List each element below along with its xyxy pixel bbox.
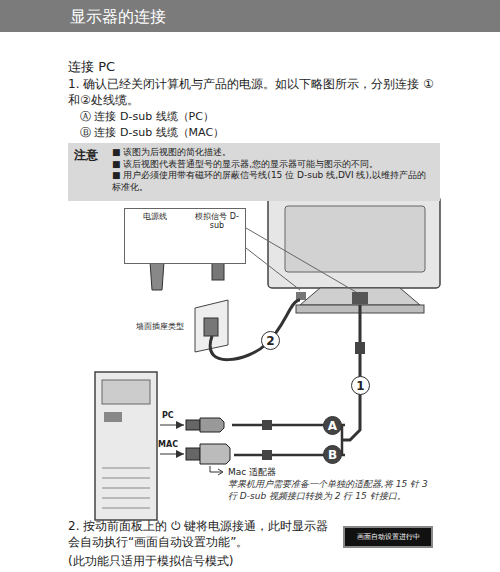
callout-circle: A	[323, 416, 342, 435]
callout-letter: 1	[356, 379, 364, 393]
page-title: 显示器的连接	[70, 6, 166, 28]
body-text: 连接 PC	[68, 58, 268, 76]
message-text: 画面自动设置进行中	[357, 532, 420, 542]
callout-letter: B	[328, 448, 337, 462]
note-heading: 注意	[74, 147, 98, 164]
body-text: (此功能只适用于模拟信号模式)	[68, 553, 336, 569]
diagram-label: 苹果机用户需要准备一个单独的适配器,将 15 针 3 行 D-sub 视频接口转…	[228, 478, 428, 502]
diagram-label: 墙面插座类型	[136, 322, 196, 333]
port-label: 电源线	[135, 212, 175, 221]
callout-circle: B	[323, 445, 342, 464]
body-text: Ⓑ 连接 D-sub 线缆（MAC）	[80, 126, 380, 141]
diagram-label: MAC	[158, 440, 184, 451]
callout-circle: 1	[351, 376, 370, 395]
port-label: 模拟信号 D-sub	[191, 212, 243, 230]
note-bullet: ■ 该后视图代表普通型号的显示器,您的显示器可能与图示的不同。	[112, 159, 434, 171]
note-bullet: ■ 用户必须使用带有磁环的屏蔽信号线(15 位 D-sub 线,DVI 线),以…	[112, 170, 434, 193]
body-text: 2. 按动前面板上的 ⏻ 键将电源接通，此时显示器会自动执行“画面自动设置功能”…	[68, 518, 336, 550]
body-text: 1. 确认已经关闭计算机与产品的电源。如以下略图所示，分别连接 ①和②处线缆。	[68, 76, 438, 108]
callout-letter: A	[328, 419, 337, 433]
body-text: Ⓐ 连接 D-sub 线缆（PC）	[80, 110, 380, 125]
callout-letter: 2	[266, 334, 274, 348]
note-bullet: ■ 该图为后视图的简化描述。	[112, 147, 434, 159]
diagram-label: PC	[162, 411, 186, 422]
note-box: 注意 ■ 该图为后视图的简化描述。■ 该后视图代表普通型号的显示器,您的显示器可能…	[68, 143, 440, 201]
port-inset-panel: 电源线 模拟信号 D-sub	[124, 208, 246, 264]
callout-circle: 2	[261, 331, 280, 350]
diagram-label: Mac 适配器	[228, 466, 348, 478]
screen-message: 画面自动设置进行中	[343, 526, 433, 548]
